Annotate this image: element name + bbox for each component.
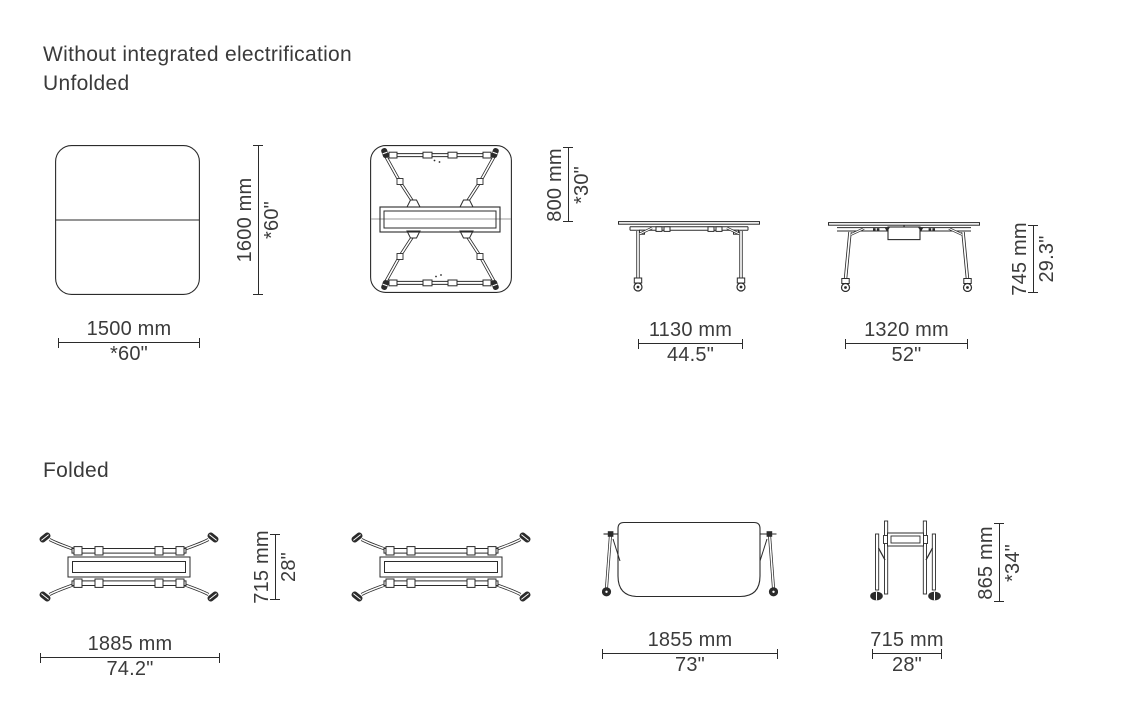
dim-folded-front-width: 1855 mm 73" — [602, 630, 778, 676]
tabletop-slab — [71, 548, 187, 554]
dim-mm-label: 1855 mm — [647, 629, 733, 651]
folded-top-view-drawing-2 — [351, 532, 531, 602]
dim-inch-label: 74.2" — [106, 658, 154, 680]
dimension-line — [58, 337, 200, 348]
dim-inch-label: 52" — [891, 344, 922, 366]
tabletop-slab — [383, 580, 499, 587]
center-frame — [379, 556, 503, 578]
dim-mm-label: 1500 mm — [86, 318, 172, 340]
dim-mm-label: 1130 mm — [648, 319, 733, 341]
dim-inch-label: 28" — [892, 654, 922, 676]
folding-legs — [383, 154, 497, 284]
dim-inch-label: 29.3" — [1036, 235, 1058, 283]
dim-unfolded-width: 1500 mm *60" — [58, 319, 200, 365]
dimension-line — [602, 648, 778, 659]
folded-section-heading: Folded — [43, 459, 110, 482]
castor-icons — [870, 591, 941, 601]
dim-folded-end-width: 715 mm 28" — [870, 629, 944, 676]
unfolded-underside-view-drawing — [370, 145, 512, 293]
tabletop-slab — [71, 580, 187, 587]
folded-top-panel — [884, 520, 889, 595]
castor-icons — [381, 147, 499, 291]
reference-dots — [433, 159, 442, 278]
dim-inch-label: 73" — [675, 654, 705, 676]
dim-mm-label: 1320 mm — [864, 319, 949, 341]
center-frame-inner — [72, 561, 186, 573]
folded-top-view-drawing — [39, 532, 219, 602]
slab-clamps — [73, 546, 185, 588]
dim-inch-label: *60" — [261, 201, 283, 239]
dim-inch-label: *60" — [110, 343, 148, 365]
dim-mm-label: 1885 mm — [87, 633, 173, 655]
folded-tabletop — [617, 521, 761, 598]
dim-mm-label: 715 mm — [251, 530, 273, 604]
slab-clamps — [385, 546, 497, 588]
dimension-line — [252, 145, 263, 295]
folded-top-panel — [922, 520, 927, 595]
dimension-line — [845, 338, 968, 349]
castor-icons — [840, 278, 973, 292]
folding-mechanism — [883, 532, 928, 547]
dim-unfolded-front-footprint: 1320 mm 52" — [845, 320, 968, 366]
castor-icons — [602, 587, 778, 597]
tabletop-slab — [383, 548, 499, 554]
dim-mm-label: 745 mm — [1009, 222, 1031, 296]
center-frame-inner — [384, 561, 498, 573]
tabletop-edge — [828, 222, 980, 226]
dim-mm-label: 865 mm — [975, 525, 997, 600]
dimension-line — [562, 147, 573, 222]
page-title: Without integrated electrification Unfol… — [43, 40, 352, 98]
dim-inch-label: *30" — [571, 165, 593, 204]
center-frame — [67, 556, 191, 578]
dim-unfolded-side-footprint: 1130 mm 44.5" — [638, 320, 743, 366]
dim-inch-label: 28" — [278, 552, 300, 582]
leg-posts — [875, 533, 936, 591]
dimension-line — [40, 652, 220, 663]
table-legs — [843, 227, 970, 280]
dimension-line — [638, 338, 743, 349]
dim-mm-label: 715 mm — [870, 629, 944, 651]
tabletop-edge — [618, 221, 760, 225]
castor-icons — [39, 532, 219, 602]
dimension-line — [872, 648, 942, 659]
unfolded-side-view-drawing — [618, 221, 760, 292]
dimension-line — [1027, 225, 1038, 293]
table-legs — [605, 531, 775, 589]
title-line-2: Unfolded — [43, 72, 130, 95]
dim-inch-label: *34" — [1002, 543, 1024, 582]
folded-end-view-drawing — [870, 520, 941, 601]
dim-folded-width: 1885 mm 74.2" — [40, 634, 220, 680]
castor-icons — [351, 532, 531, 602]
dim-inch-label: 44.5" — [666, 344, 715, 366]
folding-mechanism — [379, 199, 501, 239]
dimension-line — [269, 534, 280, 600]
unfolded-top-view-drawing — [55, 145, 200, 295]
folded-front-view-drawing — [602, 521, 778, 598]
table-legs — [636, 226, 743, 279]
folding-mechanism — [884, 225, 924, 241]
castor-icons — [633, 277, 746, 292]
unfolded-front-view-drawing — [828, 222, 980, 292]
dim-mm-label: 1600 mm — [234, 177, 256, 263]
dimension-line — [993, 523, 1004, 602]
title-line-1: Without integrated electrification — [43, 43, 353, 66]
dim-mm-label: 800 mm — [544, 147, 566, 222]
